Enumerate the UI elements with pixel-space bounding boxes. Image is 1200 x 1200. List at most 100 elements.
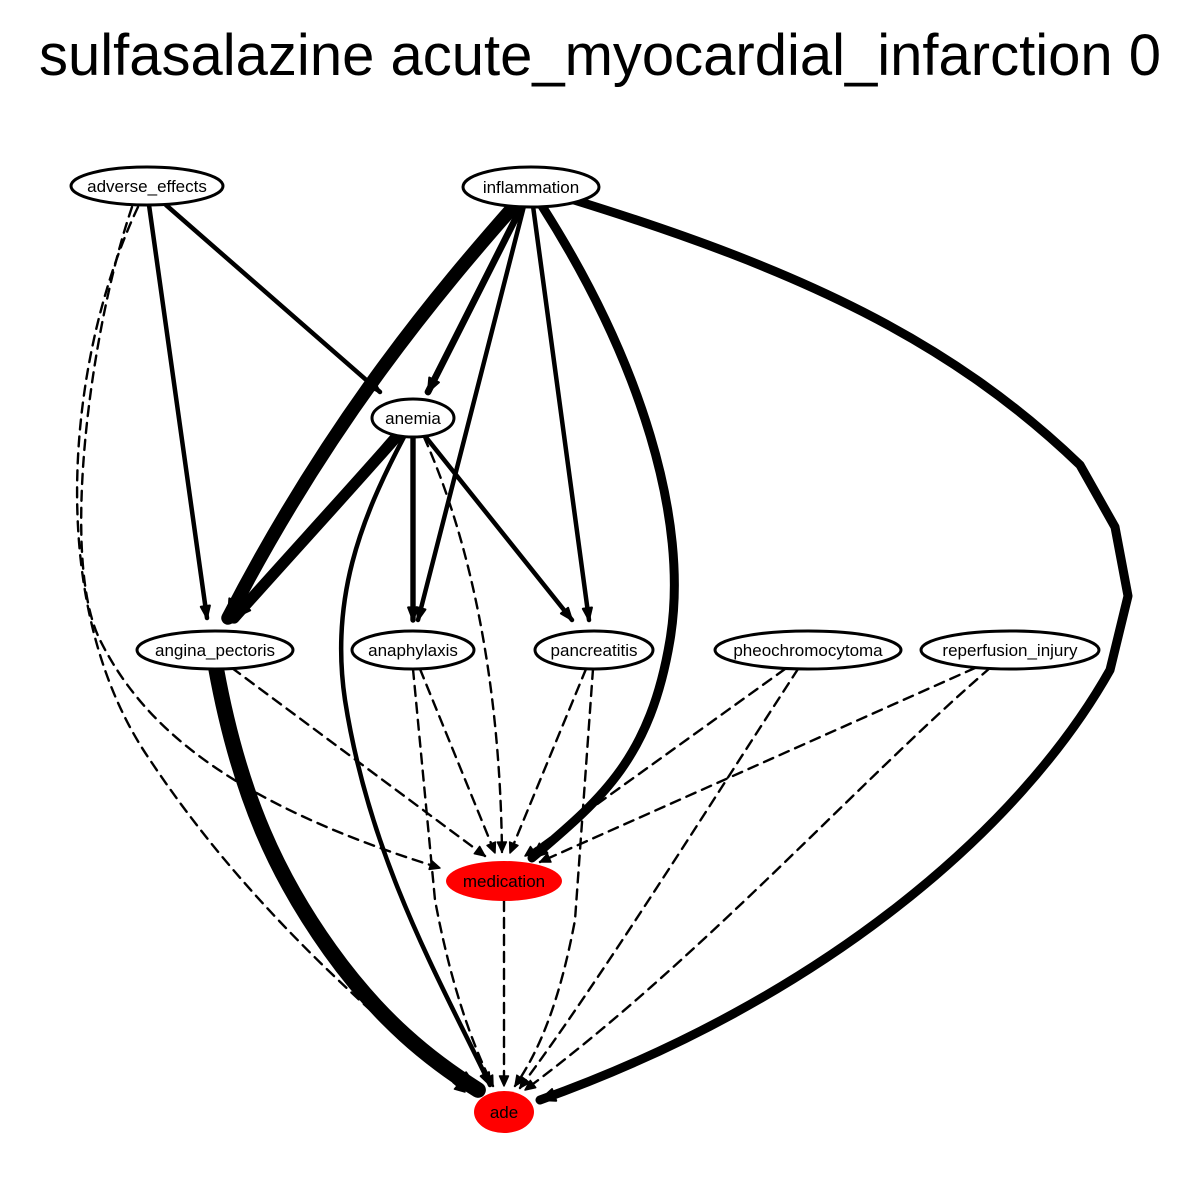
edge-arrowhead (524, 845, 537, 857)
edge-adverse_effects-to-anemia (163, 202, 383, 395)
edge-arrowhead (473, 845, 486, 857)
edge-line (422, 435, 504, 854)
edge-medication-to-ade (498, 899, 510, 1088)
edge-arrowhead (519, 1076, 531, 1089)
edge-line (228, 429, 404, 624)
edge-line (508, 667, 588, 855)
edge-arrowhead (508, 841, 519, 854)
edge-line (338, 434, 493, 1088)
node-ellipse (350, 629, 476, 671)
node-ellipse (370, 397, 456, 439)
edge-anemia-to-anaphylaxis (407, 434, 419, 623)
edge-line (208, 660, 486, 1098)
edge-angina_pectoris-to-ade (208, 660, 486, 1098)
edge-arrowhead (233, 600, 252, 619)
node-pancreatitis[interactable]: pancreatitis (533, 629, 655, 671)
edge-line (518, 667, 800, 1090)
edge-inflammation-to-pancreatitis (530, 203, 593, 623)
node-label: medication (463, 872, 545, 891)
edge-pancreatitis-to-medication (508, 667, 588, 855)
edge-arrowhead (559, 606, 573, 621)
edges-layer (75, 195, 1133, 1105)
edge-arrowhead (483, 1074, 494, 1087)
node-ellipse (713, 629, 903, 671)
node-ellipse (919, 629, 1101, 671)
edge-angina_pectoris-to-medication (230, 666, 487, 858)
graph-title: sulfasalazine acute_myocardial_infarctio… (39, 23, 1161, 88)
node-anaphylaxis[interactable]: anaphylaxis (350, 629, 476, 671)
node-label: ade (490, 1103, 518, 1122)
node-adverse_effects[interactable]: adverse_effects (69, 165, 225, 207)
edge-adverse_effects-to-medication (80, 205, 442, 871)
node-ellipse (474, 1091, 534, 1133)
edge-line (411, 667, 495, 1088)
node-label: pancreatitis (551, 641, 638, 660)
edge-line (80, 205, 442, 870)
node-ellipse (461, 165, 601, 209)
edge-line (415, 203, 527, 623)
edge-line (527, 201, 679, 863)
node-label: adverse_effects (87, 177, 207, 196)
edge-line (424, 202, 526, 396)
edge-reperfusion_injury-to-medication (538, 666, 977, 864)
node-label: anaphylaxis (368, 641, 458, 660)
edge-inflammation-to-medication (527, 201, 679, 863)
edge-line (146, 202, 210, 621)
edge-anemia-to-angina_pectoris (228, 429, 404, 624)
node-anemia[interactable]: anemia (370, 397, 456, 439)
edge-anemia-to-pancreatitis (422, 433, 575, 623)
edge-anaphylaxis-to-medication (418, 667, 497, 855)
edge-line (535, 195, 1133, 1105)
edge-inflammation-to-anaphylaxis (415, 203, 527, 623)
node-medication[interactable]: medication (446, 861, 562, 901)
edge-arrowhead (524, 1079, 537, 1091)
edge-arrowhead (498, 1075, 510, 1087)
edge-line (418, 667, 497, 855)
edge-arrowhead (581, 606, 593, 621)
edge-arrowhead (415, 606, 427, 621)
edge-pheochromocytoma-to-medication (523, 667, 787, 858)
node-pheochromocytoma[interactable]: pheochromocytoma (713, 629, 903, 671)
edge-arrowhead (407, 606, 419, 621)
node-label: pheochromocytoma (733, 641, 883, 660)
node-label: reperfusion_injury (942, 641, 1078, 660)
edge-line (75, 205, 467, 1094)
edge-arrowhead (199, 604, 211, 619)
edge-inflammation-to-anemia (424, 202, 526, 396)
node-inflammation[interactable]: inflammation (461, 165, 601, 209)
edge-line (538, 666, 977, 864)
node-ellipse (446, 861, 562, 901)
edge-arrowhead (539, 1088, 558, 1102)
node-reperfusion_injury[interactable]: reperfusion_injury (919, 629, 1101, 671)
edge-line (523, 667, 787, 858)
edge-line (163, 202, 383, 395)
edge-line (221, 198, 522, 625)
edge-line (523, 666, 992, 1092)
node-label: inflammation (483, 178, 579, 197)
node-ellipse (533, 629, 655, 671)
edge-pheochromocytoma-to-ade (518, 667, 800, 1090)
edge-arrowhead (427, 376, 440, 393)
edge-line (230, 666, 487, 858)
edge-anemia-to-medication (422, 435, 508, 854)
edge-arrowhead (496, 841, 508, 853)
node-angina_pectoris[interactable]: angina_pectoris (135, 629, 295, 671)
node-label: anemia (385, 409, 441, 428)
edge-arrowhead (539, 853, 552, 863)
edge-line (422, 433, 575, 623)
edge-anaphylaxis-to-ade (411, 667, 495, 1088)
edge-arrowhead (514, 1074, 526, 1087)
edge-reperfusion_injury-to-ade (523, 666, 992, 1092)
nodes-layer: adverse_effects inflammation anemia angina_… (69, 165, 1101, 1133)
edge-inflammation-to-ade (535, 195, 1133, 1105)
node-ade[interactable]: ade (474, 1091, 534, 1133)
node-label: angina_pectoris (155, 641, 275, 660)
node-ellipse (135, 629, 295, 671)
edge-arrowhead (486, 841, 497, 854)
edge-line (513, 667, 595, 1088)
node-ellipse (69, 165, 225, 207)
edge-pancreatitis-to-ade (513, 667, 595, 1088)
edge-adverse_effects-to-angina_pectoris (146, 202, 211, 621)
